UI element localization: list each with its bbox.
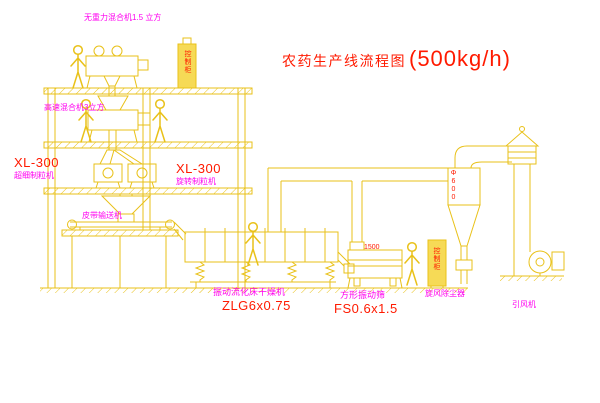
worker-icon [70, 44, 86, 89]
screen-dimension-label: 1500 [364, 244, 380, 251]
worker-icon [404, 241, 420, 286]
cyclone-dimension-label: Φ600 [450, 170, 457, 202]
title-capacity: (500kg/h) [409, 46, 511, 71]
fluid-bed-dryer [184, 228, 355, 288]
cabinet1-text: 控制柜 [184, 50, 191, 74]
belt-conveyor-label: 皮带输送机 [82, 211, 122, 220]
vibrating-screen [347, 241, 403, 289]
granulator-left-name: 超细制粒机 [14, 171, 54, 180]
exhaust-duct [267, 167, 448, 242]
dryer-name-label: 振动流化床干燥机 [213, 287, 286, 297]
fan-name-label: 引风机 [512, 300, 536, 309]
control-cabinet-2 [427, 239, 447, 288]
exhaust-stack [504, 126, 540, 252]
induced-draft-fan [506, 250, 565, 277]
screen-model-label: FS0.6x1.5 [334, 301, 398, 316]
control-cabinet-1 [177, 37, 197, 89]
title-text: 农药生产线流程图 [282, 53, 406, 69]
belt-conveyor [67, 219, 187, 241]
steel-platform-structure [43, 87, 253, 289]
diagram-title: 农药生产线流程图 (500kg/h) [282, 46, 511, 72]
cyclone-name-label: 旋风除尘器 [425, 289, 465, 298]
ground-hatch [40, 275, 562, 293]
mixer-top-label: 无重力混合机1.5 立方 [84, 13, 162, 22]
granulator-right-model: XL-300 [176, 161, 221, 176]
worker-icon [152, 98, 168, 143]
cyclone-separator [447, 145, 512, 284]
screen-name-label: 方形振动筛 [340, 290, 386, 300]
cabinet2-text: 控制柜 [433, 247, 440, 271]
gravity-free-mixer [85, 45, 149, 96]
granulator-right-name: 旋转制粒机 [176, 177, 216, 186]
dryer-model-label: ZLG6x0.75 [222, 298, 291, 313]
worker-icon [245, 221, 261, 266]
granulator-left-model: XL-300 [14, 155, 59, 170]
granulators [93, 149, 157, 189]
high-speed-mixer [87, 95, 151, 150]
mixer-mid-label: 高速混合机3立方 [44, 103, 105, 112]
